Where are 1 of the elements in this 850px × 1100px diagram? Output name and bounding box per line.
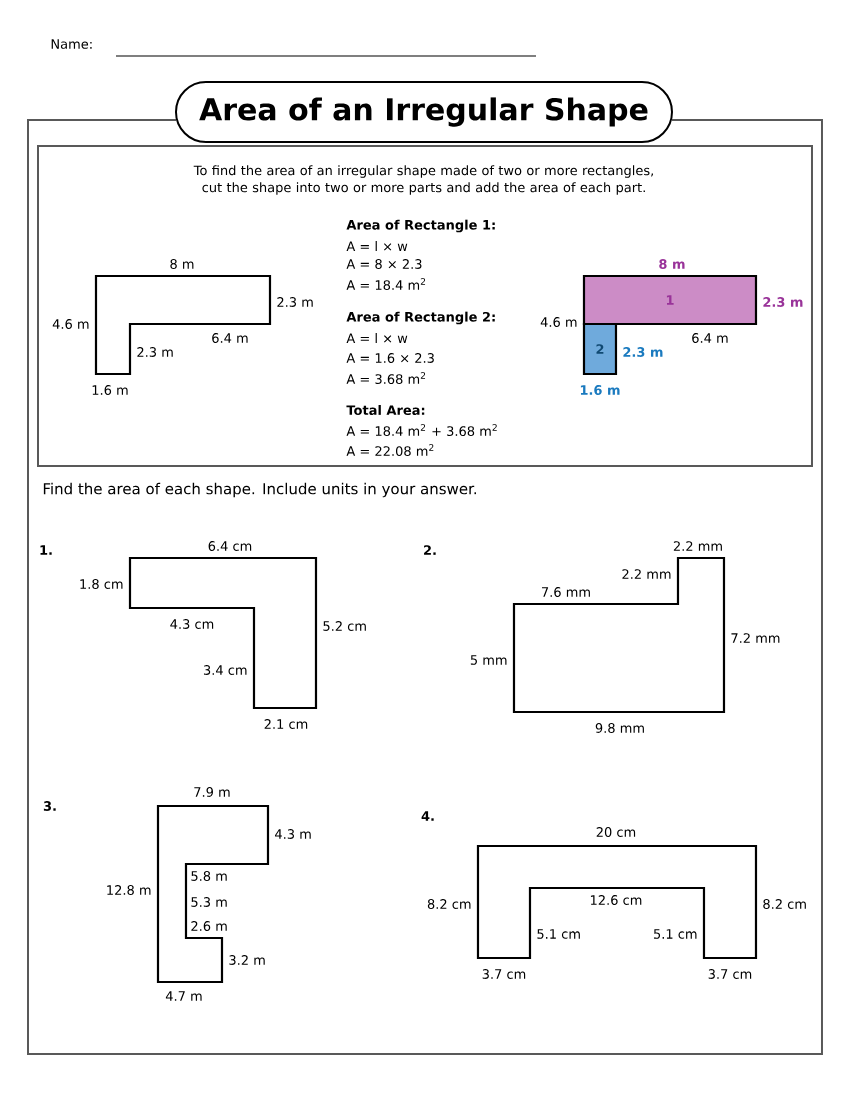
title-banner: Area of an Irregular Shape [175, 81, 673, 143]
